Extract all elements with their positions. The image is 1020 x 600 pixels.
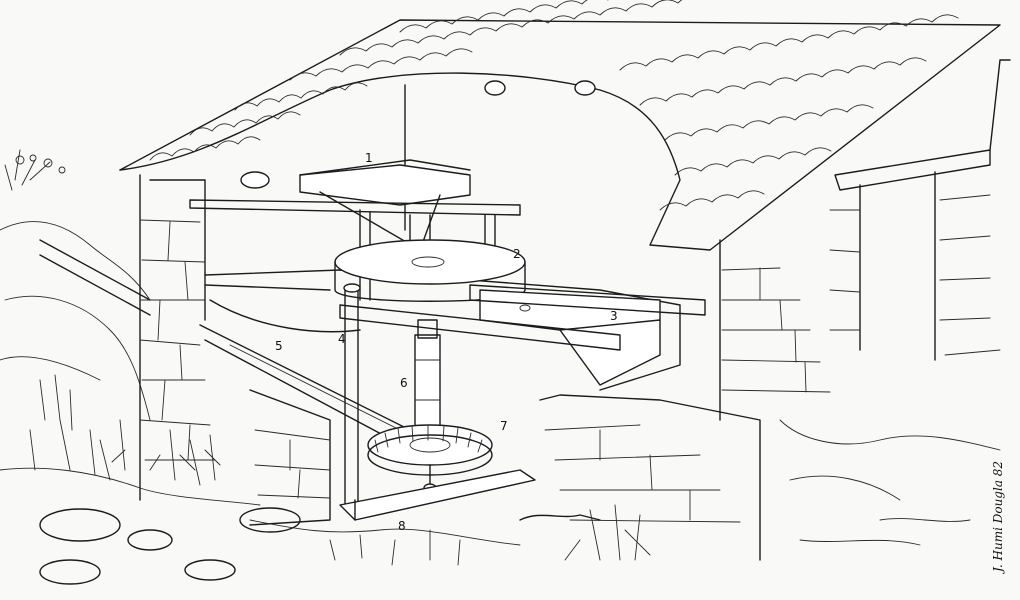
label-4: 4 xyxy=(338,332,346,346)
label-5: 5 xyxy=(275,339,283,353)
stone-walls xyxy=(139,59,1011,561)
water-wheel xyxy=(367,424,493,493)
label-8: 8 xyxy=(398,519,406,533)
drive-shaft xyxy=(414,319,441,441)
base-beam xyxy=(339,469,536,521)
label-2: 2 xyxy=(513,247,521,261)
lever-beams xyxy=(339,284,706,351)
label-7: 7 xyxy=(500,419,508,433)
millstone xyxy=(334,239,526,302)
artist-signature: J. Humi Dougla 82 xyxy=(991,461,1005,575)
hillside-vegetation xyxy=(0,149,261,506)
lifting-rod xyxy=(343,283,361,506)
tiled-roof xyxy=(119,0,1001,251)
label-6: 6 xyxy=(400,376,408,390)
label-1: 1 xyxy=(365,151,373,165)
label-3: 3 xyxy=(610,309,618,323)
part-labels: 1 2 3 4 5 6 7 8 xyxy=(275,151,618,533)
stream-and-rocks xyxy=(39,419,1001,585)
